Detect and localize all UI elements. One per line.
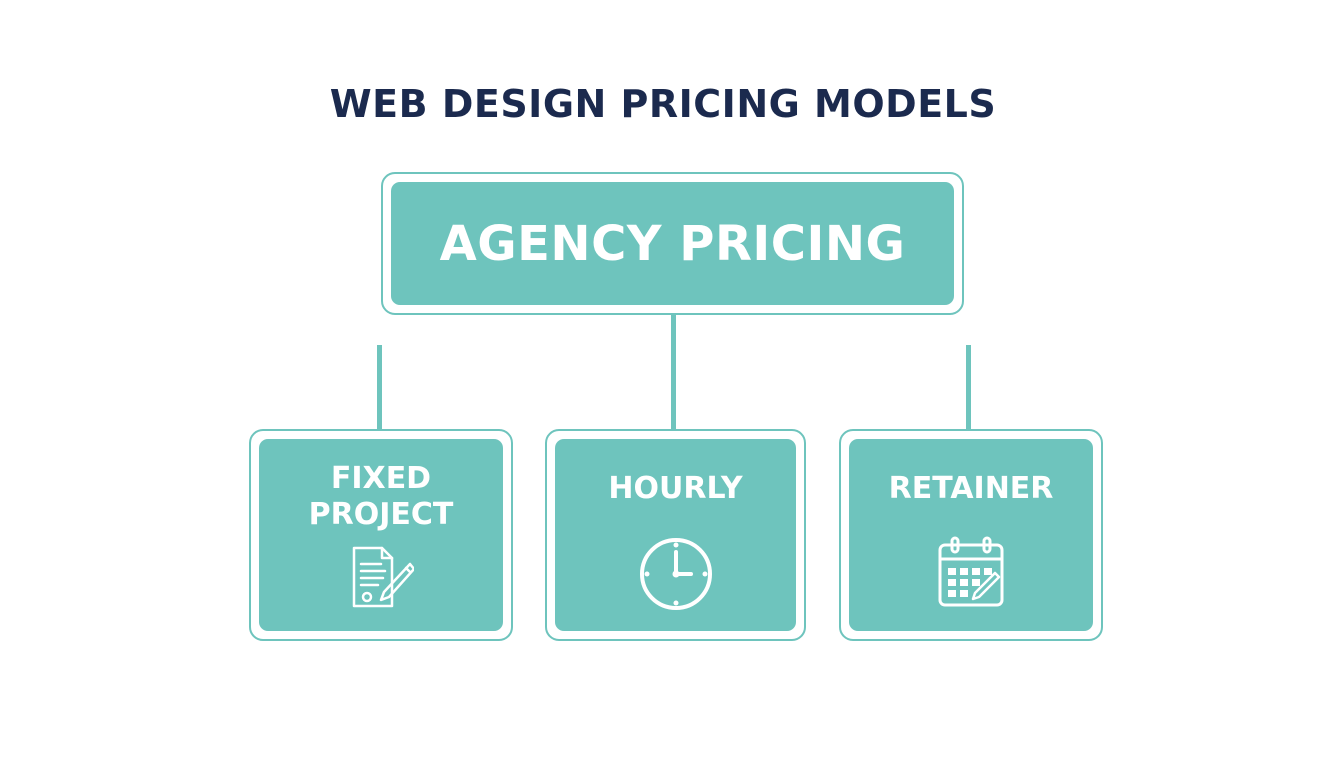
child-node-label: RETAINER (888, 471, 1054, 506)
document-pen-icon (348, 544, 416, 619)
connector-left (377, 345, 382, 429)
connector-right (966, 345, 971, 429)
connector-root-down (671, 315, 676, 429)
child-node-hourly: HOURLY (545, 429, 806, 641)
root-node-agency-pricing: AGENCY PRICING (381, 172, 964, 315)
calendar-icon (935, 535, 1007, 618)
child-node-retainer: RETAINER (839, 429, 1103, 641)
clock-icon (637, 535, 715, 622)
child-node-label: HOURLY (608, 471, 743, 506)
root-node-label: AGENCY PRICING (391, 182, 954, 305)
diagram-title: WEB DESIGN PRICING MODELS (329, 82, 997, 126)
